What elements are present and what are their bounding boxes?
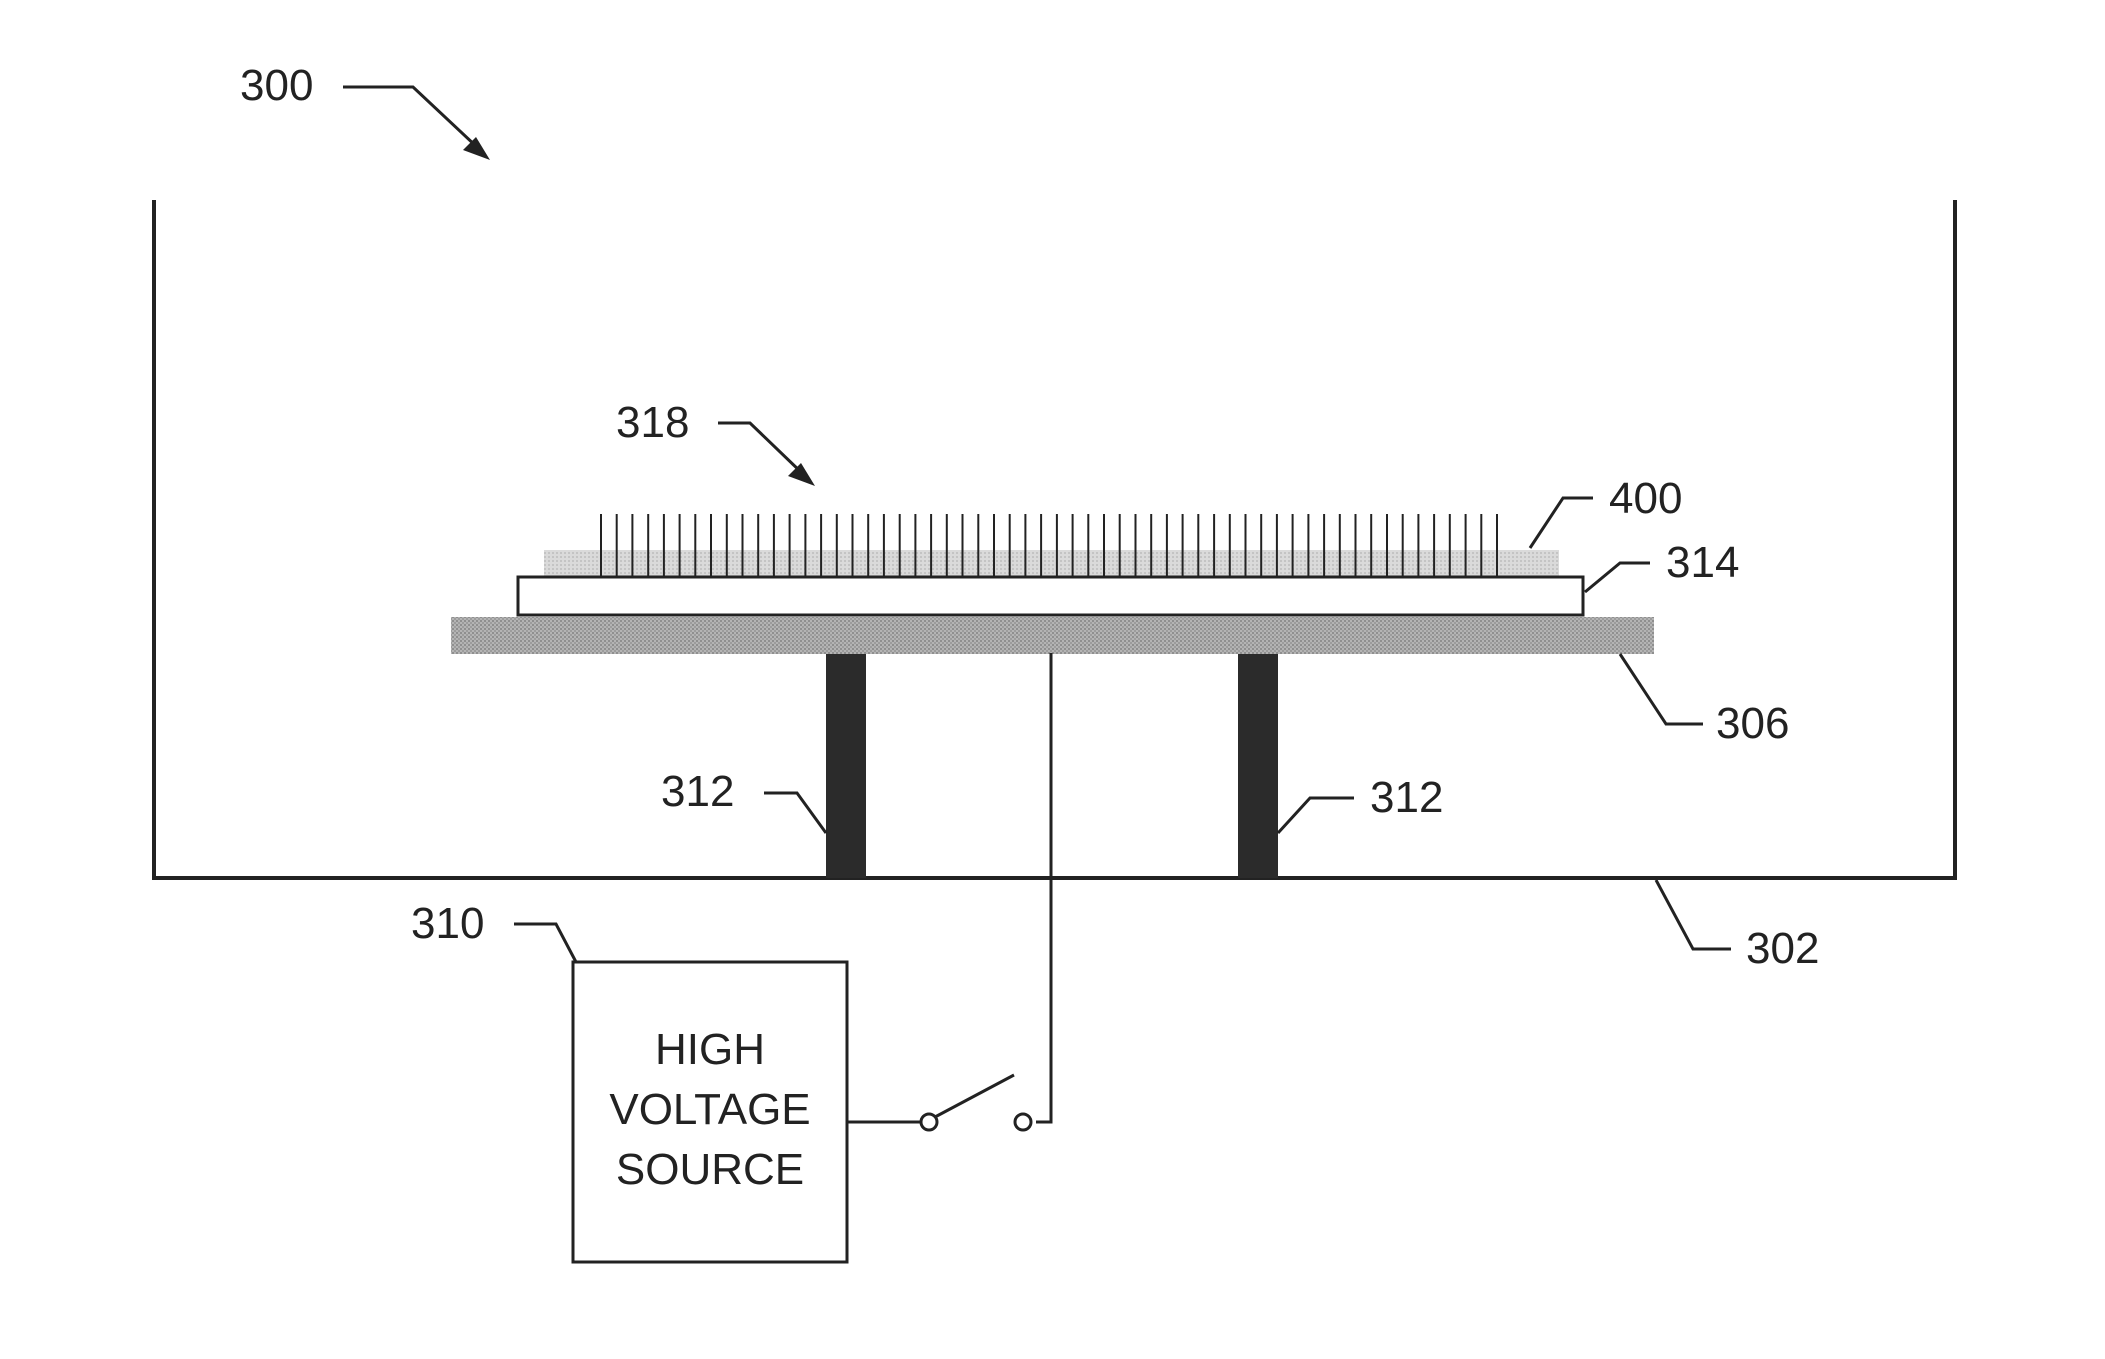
platform-callout: 306 [1620,654,1789,748]
coating-label: 400 [1609,474,1682,523]
support-right-callout: 312 [1278,773,1443,833]
nanostructures-label: 318 [616,398,689,447]
source-label-line2: VOLTAGE [609,1085,810,1134]
power-source-callout: 310 [411,899,576,962]
apparatus-arrowhead [463,137,490,160]
support-right-label: 312 [1370,773,1443,822]
nanostructures-arrowhead [788,463,815,486]
coating-callout: 400 [1530,474,1682,548]
substrate-314 [518,577,1583,615]
support-left-callout: 312 [661,767,826,833]
switch-terminal-left [921,1114,937,1130]
substrate-label: 314 [1666,538,1739,587]
platform-leader [1620,654,1703,724]
source-label-line3: SOURCE [616,1145,804,1194]
support-right-leader [1278,798,1354,833]
nanostructures-callout: 318 [616,398,815,486]
support-left [826,653,866,878]
substrate-leader [1585,563,1650,592]
tank-leader [1656,880,1731,949]
platform-306 [451,617,1654,654]
nanostructures-leader [718,423,803,474]
platform-label: 306 [1716,699,1789,748]
switch-blade [935,1075,1014,1117]
power-source-leader [514,924,576,962]
coating-leader [1530,498,1593,548]
substrate-callout: 314 [1585,538,1739,592]
support-left-label: 312 [661,767,734,816]
tank-label: 302 [1746,924,1819,973]
tank-callout: 302 [1656,880,1819,973]
apparatus-leader [343,87,478,148]
wire-platform-to-switch [1036,653,1051,1122]
apparatus-callout: 300 [240,61,490,160]
support-left-leader [764,793,826,833]
switch-terminal-right [1015,1114,1031,1130]
source-label-line1: HIGH [655,1025,765,1074]
apparatus-label: 300 [240,61,313,110]
support-right [1238,653,1278,878]
power-source-label: 310 [411,899,484,948]
